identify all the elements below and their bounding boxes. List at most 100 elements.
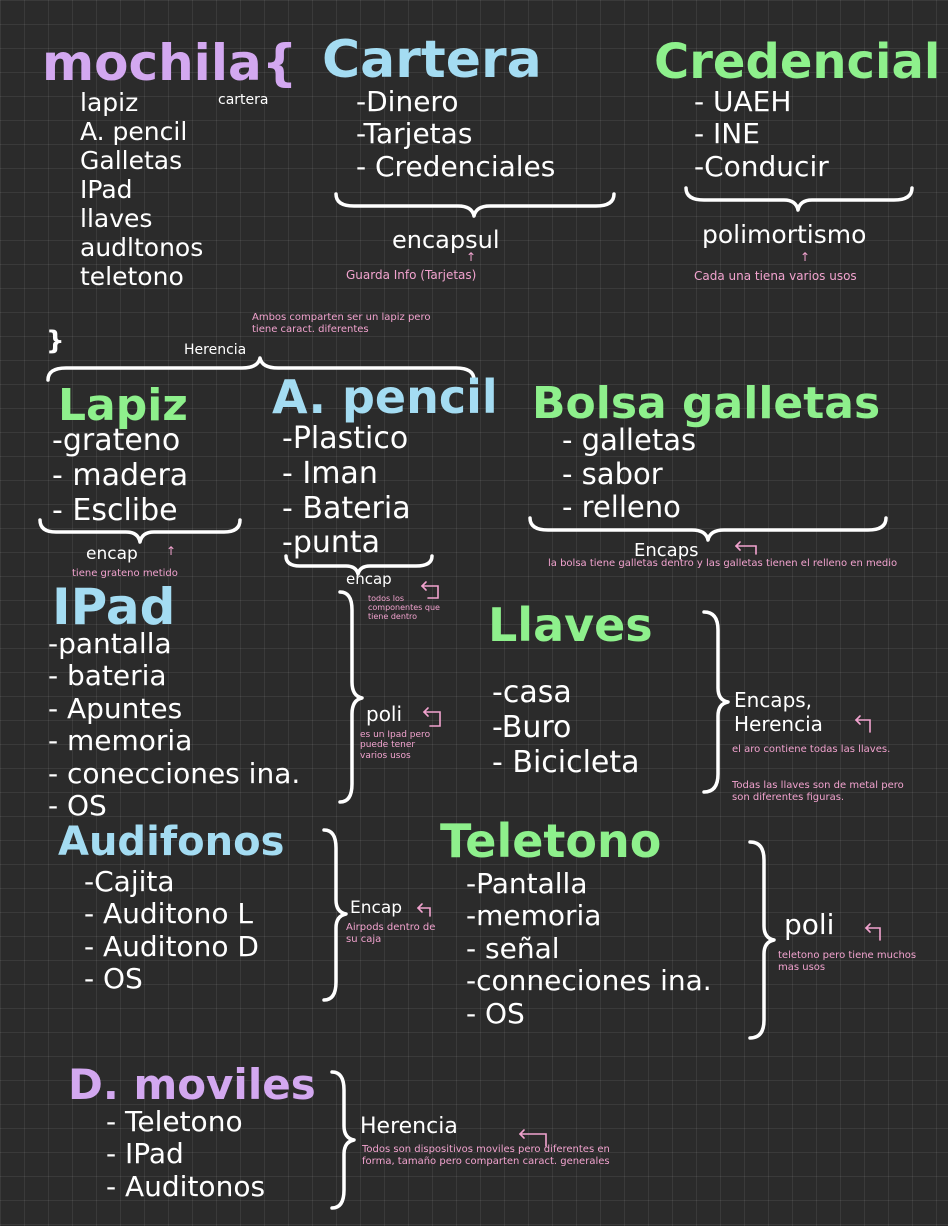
apencil-concept: encap xyxy=(346,570,392,588)
herencia-brace xyxy=(46,356,476,382)
apencil-brace xyxy=(284,554,434,576)
list-item: -Dinero xyxy=(356,85,459,118)
list-item: - galletas xyxy=(562,423,697,457)
list-item: - Auditonos xyxy=(106,1169,266,1203)
list-item: -Plastico xyxy=(282,421,409,456)
lapiz-brace xyxy=(38,518,242,544)
curved-arrow-icon xyxy=(734,541,757,555)
list-item: -memoria xyxy=(466,899,602,933)
up-arrow-icon: ↑ xyxy=(166,544,177,558)
telefono-note: teletono pero tiene muchos mas usos xyxy=(778,950,917,973)
llaves-concept: Encaps, Herencia xyxy=(734,688,823,736)
list-item: - sabor xyxy=(562,456,663,491)
curved-arrow-icon xyxy=(422,707,441,727)
list-item: A. pencil xyxy=(80,117,188,146)
list-item: -Cajita xyxy=(84,865,175,898)
curved-arrow-icon xyxy=(864,923,881,941)
list-item: teletono xyxy=(80,262,184,291)
list-item: - INE xyxy=(694,117,760,151)
dmoviles-note: Todos son dispositivos moviles pero dife… xyxy=(362,1144,610,1167)
list-item: -Conducir xyxy=(694,149,829,183)
list-item: llaves xyxy=(80,204,153,233)
apencil-list: -Plastico - Iman - Bateria -punta xyxy=(282,421,411,561)
list-item: - OS xyxy=(48,789,107,823)
list-item: - Credenciales xyxy=(356,149,556,183)
llaves-note-aro: el aro contiene todas las llaves. xyxy=(732,744,891,755)
list-item: IPad xyxy=(80,175,133,204)
curved-arrow-icon xyxy=(854,715,871,733)
list-item: -casa xyxy=(492,675,572,710)
curved-arrow-icon xyxy=(518,1129,547,1147)
telefono-concept: poli xyxy=(784,908,835,941)
list-item: - conecciones ina. xyxy=(48,756,301,790)
credencial-title: Credencial xyxy=(654,34,941,90)
apencil-note: todos los componentes que tiene dentro xyxy=(368,594,440,622)
ipad-title: IPad xyxy=(52,578,176,636)
llaves-title: Llaves xyxy=(488,598,653,652)
list-item: -Tarjetas xyxy=(356,117,473,151)
list-item: -grateno xyxy=(52,423,181,458)
bolsa-brace xyxy=(528,516,888,542)
mochila-close-brace: } xyxy=(46,326,65,356)
list-item: -Buro xyxy=(492,709,572,745)
list-item: - Bateria xyxy=(282,490,411,526)
curved-arrow-icon xyxy=(420,581,439,599)
herencia-top-note: Ambos comparten ser un lapiz pero tiene … xyxy=(252,312,431,335)
list-item: - UAEH xyxy=(694,85,792,118)
llaves-note-metal: Todas las llaves son de metal pero son d… xyxy=(732,780,904,803)
ipad-note: es un Ipad pero puede tener varios usos xyxy=(360,730,431,761)
apencil-title: A. pencil xyxy=(272,370,498,424)
list-item: - señal xyxy=(466,931,560,965)
list-item: - Bicicleta xyxy=(492,744,640,780)
list-item: lapiz xyxy=(80,88,139,117)
mochila-title: mochila{ xyxy=(42,34,298,92)
credencial-concept: polimortismo xyxy=(702,220,867,249)
dmoviles-title: D. moviles xyxy=(68,1060,316,1109)
telefono-brace xyxy=(748,840,776,1040)
list-item: -pantalla xyxy=(48,627,172,660)
bolsa-note: la bolsa tiene galletas dentro y las gal… xyxy=(548,558,898,569)
credencial-list: - UAEH - INE -Conducir xyxy=(694,85,829,183)
dmoviles-brace xyxy=(330,1070,356,1210)
cartera-note: Guarda Info (Tarjetas) xyxy=(346,268,477,282)
list-item: - Apuntes xyxy=(48,691,183,725)
audifonos-note: Airpods dentro de su caja xyxy=(346,922,436,945)
mochila-list: lapiz A. pencil Galletas IPad llaves aud… xyxy=(80,88,203,291)
audifonos-concept: Encap xyxy=(350,898,403,918)
bolsa-list: - galletas - sabor - relleno xyxy=(562,423,697,525)
lapiz-title: Lapiz xyxy=(58,380,188,431)
telefono-title: Teletono xyxy=(440,814,662,868)
audifonos-brace xyxy=(322,828,348,1002)
cartera-title: Cartera xyxy=(322,30,542,90)
lapiz-list: -grateno - madera - Esclibe xyxy=(52,423,189,528)
dmoviles-concept: Herencia xyxy=(360,1114,458,1139)
telefono-list: -Pantalla -memoria - señal -conneciones … xyxy=(466,867,712,1030)
list-item: - Auditono D xyxy=(84,929,259,963)
list-item: - bateria xyxy=(48,659,167,693)
ipad-concept: poli xyxy=(366,702,403,726)
list-item: - Teletono xyxy=(106,1105,243,1138)
list-item: - OS xyxy=(466,996,525,1030)
list-item: - OS xyxy=(84,962,143,996)
list-item: -Pantalla xyxy=(466,867,588,900)
list-item: - madera xyxy=(52,457,189,493)
list-item: - memoria xyxy=(48,724,193,758)
ipad-brace xyxy=(338,590,364,804)
herencia-top-label: Herencia xyxy=(184,342,247,358)
lapiz-concept: encap xyxy=(86,544,138,564)
list-item: -conneciones ina. xyxy=(466,964,712,998)
ipad-list: -pantalla - bateria - Apuntes - memoria … xyxy=(48,627,301,823)
list-item: - Auditono L xyxy=(84,897,253,931)
list-item: audltonos xyxy=(80,233,204,262)
bolsa-concept: Encaps xyxy=(634,540,699,561)
cartera-concept: encapsul xyxy=(392,226,500,254)
lapiz-note: tiene grateno metido xyxy=(72,568,178,579)
up-arrow-icon: ↑ xyxy=(800,250,811,264)
credencial-note: Cada una tiena varios usos xyxy=(694,269,857,283)
list-item: Galletas xyxy=(80,146,183,175)
list-item: -punta xyxy=(282,525,381,561)
bolsa-title: Bolsa galletas xyxy=(532,378,881,429)
list-item: - Iman xyxy=(282,455,378,491)
llaves-list: -casa -Buro - Bicicleta xyxy=(492,675,640,780)
audifonos-title: Audifonos xyxy=(58,819,285,865)
